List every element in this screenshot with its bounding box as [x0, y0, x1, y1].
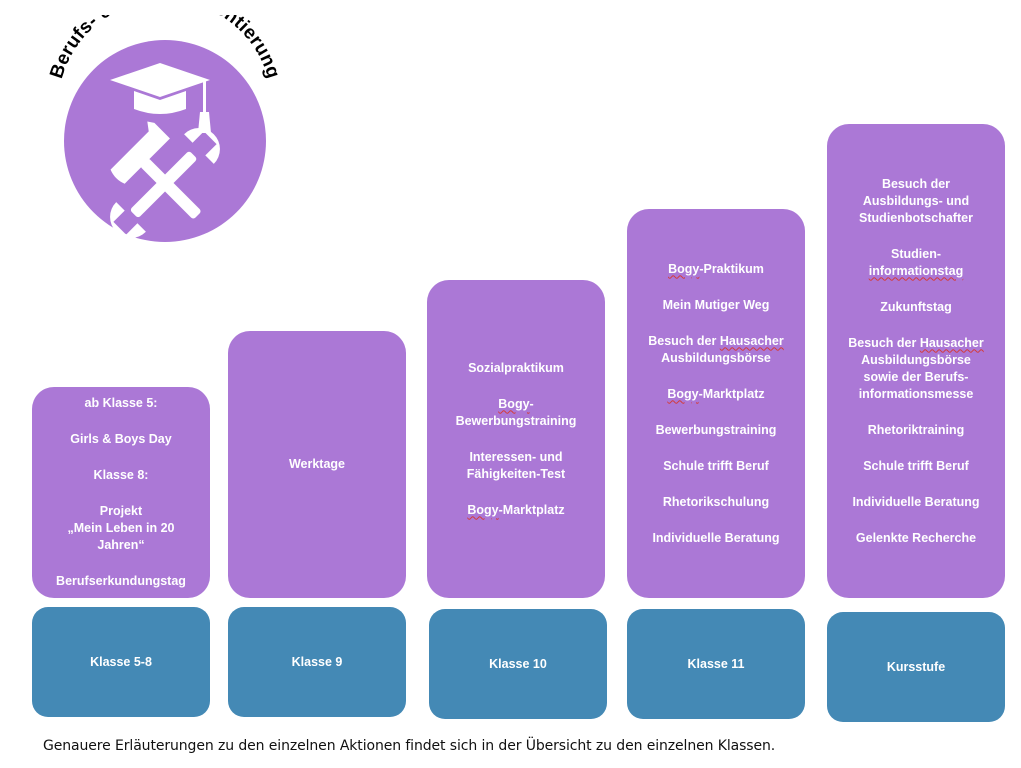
stage-item-text: Rhetoriktraining	[867, 422, 965, 437]
grade-label: Klasse 5-8	[90, 655, 152, 669]
stage-item: Klasse 8:	[40, 467, 202, 484]
stage-item: Rhetoriktraining	[835, 422, 997, 439]
stage-item-text: Werktage	[288, 457, 346, 471]
stage-item: Zukunftstag	[835, 299, 997, 316]
grade-box-kursstufe: Kursstufe	[827, 612, 1005, 722]
grade-box-klasse-11: Klasse 11	[627, 609, 805, 719]
footer-note: Genauere Erläuterungen zu den einzelnen …	[43, 738, 776, 754]
stage-item: Sozialpraktikum	[435, 360, 597, 377]
stage-item: Schule trifft Beruf	[635, 458, 797, 475]
stage-item-text: Ausbildungsbörse sowie der Berufs- infor…	[858, 352, 974, 401]
stage-item: Besuch der Hausacher Ausbildungsbörse	[635, 333, 797, 367]
stage-item-text: Bogy	[498, 396, 530, 411]
stage-item-text: -Marktplatz	[498, 502, 565, 517]
stage-item-text: Bogy	[668, 261, 700, 276]
stage-item-text: Hausacher	[719, 333, 784, 348]
stage-item: Girls & Boys Day	[40, 431, 202, 448]
stage-item: Bogy-Praktikum	[635, 261, 797, 278]
stage-item-text: Zukunftstag	[880, 299, 952, 314]
stage-item-text: Klasse 8:	[93, 468, 149, 482]
stage-item-text: Schule trifft Beruf	[663, 458, 769, 473]
stage-item-text: Studien-	[891, 246, 941, 261]
stage-item-text: Individuelle Beratung	[652, 530, 780, 545]
stage-item-text: informationstag	[868, 263, 964, 278]
hammer-icon	[110, 121, 201, 219]
stage-item: Schule trifft Beruf	[835, 458, 997, 475]
stage-item-text: Projekt „Mein Leben in 20 Jahren“	[67, 504, 175, 552]
stage-item: Studien- informationstag	[835, 246, 997, 280]
stage-item: Werktage	[236, 456, 398, 473]
stage-item-text: Ausbildungsbörse	[661, 350, 771, 365]
logo: Berufs- & Studienorientierung	[40, 0, 290, 250]
stage-item-text: Schule trifft Beruf	[863, 458, 969, 473]
stage-item: Rhetorikschulung	[635, 494, 797, 511]
stage-item-text: Bewerbungstraining	[655, 422, 777, 437]
graduation-cap-icon	[110, 63, 211, 133]
stage-item-text: - Bewerbungstraining	[455, 396, 577, 428]
stage-item: Individuelle Beratung	[635, 530, 797, 547]
grade-label: Klasse 11	[687, 657, 745, 671]
stage-item: Besuch der Ausbildungs- und Studienbotsc…	[835, 176, 997, 227]
stage-item-text: Sozialpraktikum	[468, 360, 564, 375]
stage-item: Projekt „Mein Leben in 20 Jahren“	[40, 503, 202, 554]
grade-label: Kursstufe	[886, 660, 946, 674]
stage-item-text: Gelenkte Recherche	[855, 530, 977, 545]
stage-item: Gelenkte Recherche	[835, 530, 997, 547]
stage-item-text: Besuch der	[648, 333, 720, 348]
stage-item-text: Berufserkundungstag	[56, 574, 186, 588]
stage-item-text: Besuch der	[848, 335, 920, 350]
grade-label: Klasse 10	[489, 657, 547, 671]
stage-item-text: Interessen- und Fähigkeiten-Test	[466, 449, 566, 481]
stage-item-text: Besuch der Ausbildungs- und Studienbotsc…	[859, 176, 973, 225]
stage-box-kursstufe: Besuch der Ausbildungs- und Studienbotsc…	[827, 124, 1005, 598]
stage-item-text: Bogy	[667, 386, 699, 401]
grade-box-klasse-10: Klasse 10	[429, 609, 607, 719]
stage-item-text: Individuelle Beratung	[852, 494, 980, 509]
stage-box-klasse-9: Werktage	[228, 331, 406, 598]
stage-item: Interessen- und Fähigkeiten-Test	[435, 449, 597, 483]
stage-item-text: Bogy	[467, 502, 499, 517]
stage-item-text: -Marktplatz	[698, 386, 765, 401]
stage-item: Berufserkundungstag	[40, 573, 202, 590]
stage-item-text: -Praktikum	[699, 261, 764, 276]
stage-item: Bogy-Marktplatz	[635, 386, 797, 403]
stage-item-text: Hausacher	[919, 335, 984, 350]
stage-item-text: Rhetorikschulung	[662, 494, 770, 509]
stage-item: Bewerbungstraining	[635, 422, 797, 439]
stage-item: ab Klasse 5:	[40, 395, 202, 412]
stage-item-text: Girls & Boys Day	[70, 432, 172, 446]
stage-item: Bogy- Bewerbungstraining	[435, 396, 597, 430]
grade-box-klasse-9: Klasse 9	[228, 607, 406, 717]
grade-label: Klasse 9	[291, 655, 343, 669]
stage-item: Mein Mutiger Weg	[635, 297, 797, 314]
stage-item: Individuelle Beratung	[835, 494, 997, 511]
stage-item-text: Mein Mutiger Weg	[662, 297, 770, 312]
stage-item-text: ab Klasse 5:	[84, 396, 158, 410]
stage-item: Besuch der Hausacher Ausbildungsbörse so…	[835, 335, 997, 403]
grade-box-klasse-5-8: Klasse 5-8	[32, 607, 210, 717]
stage-item: Bogy-Marktplatz	[435, 502, 597, 519]
